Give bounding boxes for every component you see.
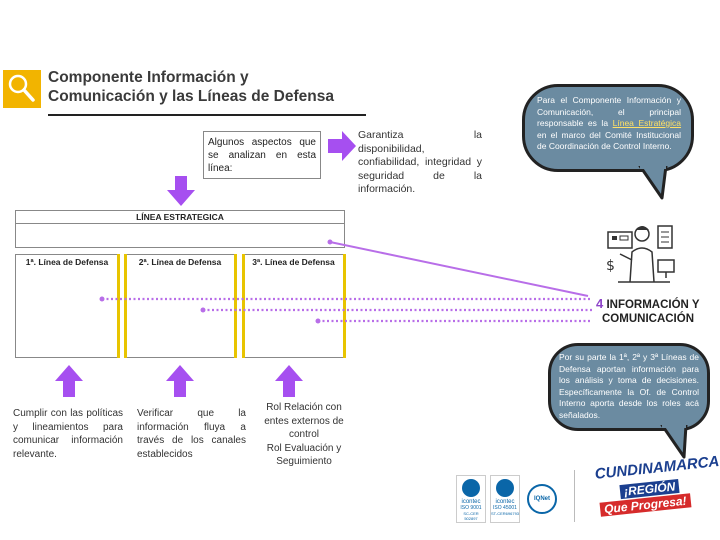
cert-1-code: SC-CER 502897 xyxy=(463,511,479,521)
brand-slogan-2: Que Progresa! xyxy=(599,493,692,517)
cert-2-code: ST-CER696793 xyxy=(491,511,520,516)
connector-linea-estrategica-start xyxy=(327,239,333,245)
connector-defense-1-start xyxy=(99,296,105,302)
defense-3-line5: Seguimiento xyxy=(276,456,332,467)
brand-logo: CUNDINAMARCA ¡REGIÓN Que Progresa! xyxy=(590,453,720,522)
speech-bubble-top: Para el Componente Información y Comunic… xyxy=(522,84,694,172)
defense-line-2-accent xyxy=(124,254,127,358)
cert-2-sub: ISO 45001 xyxy=(493,505,517,511)
defense-3-line4: Rol Evaluación y xyxy=(266,442,342,454)
person-info-icon: $ xyxy=(600,220,680,297)
page-title-line2: Comunicación y las Líneas de Defensa xyxy=(48,88,334,105)
guarantee-text: Garantiza la disponibilidad, confiabilid… xyxy=(358,129,482,196)
cert-3-name: IQNet xyxy=(533,496,550,502)
cert-divider xyxy=(574,470,575,522)
aspects-line1: Algunos aspectos que xyxy=(208,137,316,148)
defense-3-line3: control xyxy=(288,429,319,440)
arrow-right-icon xyxy=(328,131,356,166)
cert-iqnet: IQNet xyxy=(527,484,557,514)
info-comm-number: 4 xyxy=(596,296,604,311)
cert-icontec-9001: icontec ISO 9001 SC-CER 502897 xyxy=(456,475,486,523)
defense-line-3-accent-right xyxy=(343,254,346,358)
speech-bubble-bottom: Por su parte la 1ª, 2ª y 3ª Líneas de De… xyxy=(548,343,710,431)
magnifier-icon xyxy=(3,70,41,108)
defense-line-3-label: 3ª. Línea de Defensa xyxy=(252,257,335,267)
defense-line-2-box xyxy=(124,254,236,358)
cert-2-name: icontec xyxy=(495,499,515,505)
defense-line-2-accent-right xyxy=(234,254,237,358)
arrow-down-icon xyxy=(167,176,195,211)
defense-3-line2: entes externos de xyxy=(264,415,344,427)
bubble-top-tail xyxy=(636,164,676,205)
connector-linea-estrategica xyxy=(329,241,589,297)
info-comm-title: 4 INFORMACIÓN Y COMUNICACIÓN xyxy=(596,297,700,326)
cert-1-sub: ISO 9001 xyxy=(460,505,482,511)
title-underline xyxy=(48,114,366,116)
page-title-line1: Componente Información y xyxy=(48,69,249,86)
cert-1-name: icontec xyxy=(461,499,481,505)
defense-line-1-label: 1ª. Línea de Defensa xyxy=(25,257,109,267)
defense-line-1-accent xyxy=(117,254,120,358)
defense-1-description: Cumplir con las políticas y lineamientos… xyxy=(13,408,123,460)
bubble-top-text-before: Para el Componente Información y Comunic… xyxy=(537,95,681,128)
linea-estrategica-title: LÍNEA ESTRATEGICA xyxy=(15,211,345,224)
defense-line-1-box xyxy=(15,254,119,358)
connector-defense-2-start xyxy=(200,307,206,313)
linea-estrategica-box xyxy=(15,210,345,248)
arrow-up-icon xyxy=(55,365,83,402)
connector-defense-3-start xyxy=(315,318,321,324)
page-title: Componente Información y Comunicación y … xyxy=(48,68,334,106)
defense-line-3-accent xyxy=(242,254,245,358)
defense-line-3-box xyxy=(242,254,345,358)
bubble-top-text-after: en el marco del Comité Institucional de … xyxy=(537,129,681,152)
defense-2-description: Verificar que la información fluya a tra… xyxy=(137,408,246,460)
info-comm-line2: COMUNICACIÓN xyxy=(602,313,694,325)
aspects-line3: línea: xyxy=(208,163,233,174)
svg-text:$: $ xyxy=(606,258,615,274)
info-comm-line1: INFORMACIÓN Y xyxy=(606,299,700,311)
bubble-bottom-tail xyxy=(660,423,694,464)
defense-3-line1: Rol Relación con xyxy=(266,402,342,413)
arrow-up-icon xyxy=(166,365,194,402)
defense-3-description: Rol Relación con entes externos de contr… xyxy=(262,401,346,469)
aspects-box: Algunos aspectos que se analizan en esta… xyxy=(203,131,321,179)
aspects-line2: se analizan en esta xyxy=(208,150,316,161)
defense-line-2-label: 2ª. Línea de Defensa xyxy=(138,257,222,267)
cert-icontec-45001: icontec ISO 45001 ST-CER696793 xyxy=(490,475,520,523)
arrow-up-icon xyxy=(275,365,303,402)
bubble-top-link[interactable]: Línea Estratégica xyxy=(612,118,681,128)
